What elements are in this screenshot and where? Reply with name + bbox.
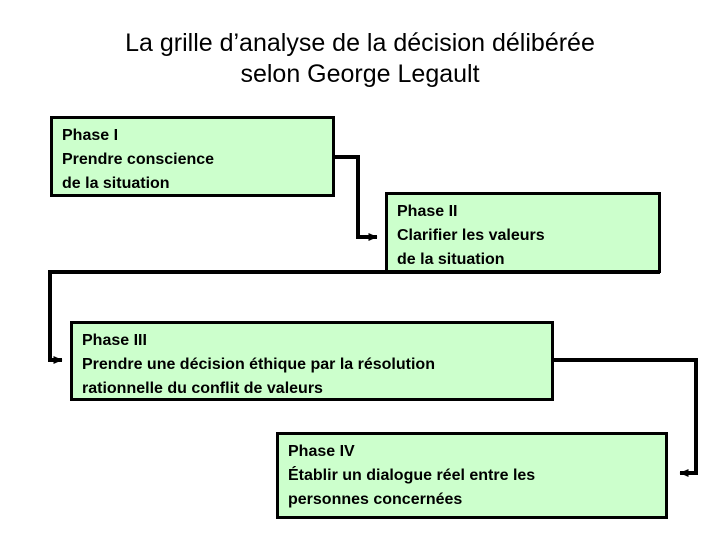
phase-box-phase3[interactable]: Phase III Prendre une décision éthique p… xyxy=(70,321,554,401)
phase3-line-3: rationnelle du conflit de valeurs xyxy=(82,380,323,397)
phase4-line-3: personnes concernées xyxy=(288,491,463,508)
phase1-heading: Phase I xyxy=(62,127,119,144)
page-title-line-2: selon George Legault xyxy=(240,60,480,88)
page-title-line-1: La grille d’analyse de la décision délib… xyxy=(125,29,595,57)
phase-box-phase2[interactable]: Phase II Clarifier les valeurs de la sit… xyxy=(385,192,661,273)
connector-phase1-to-phase2 xyxy=(334,155,378,241)
phase-box-phase4[interactable]: Phase IV Établir un dialogue réel entre … xyxy=(276,432,668,519)
phase4-line-2: Établir un dialogue réel entre les xyxy=(288,467,536,484)
phase-box-phase1[interactable]: Phase I Prendre conscience de la situati… xyxy=(50,116,335,197)
phase3-heading: Phase III xyxy=(82,332,147,349)
phase2-line-2: Clarifier les valeurs xyxy=(397,227,545,244)
phase3-line-2: Prendre une décision éthique par la réso… xyxy=(82,356,435,373)
phase4-heading: Phase IV xyxy=(288,443,355,460)
page-title: La grille d’analyse de la décision délib… xyxy=(40,28,680,90)
phase2-line-3: de la situation xyxy=(397,251,505,268)
phase1-line-2: Prendre conscience xyxy=(62,151,215,168)
phase1-line-3: de la situation xyxy=(62,175,170,192)
phase2-heading: Phase II xyxy=(397,203,458,220)
